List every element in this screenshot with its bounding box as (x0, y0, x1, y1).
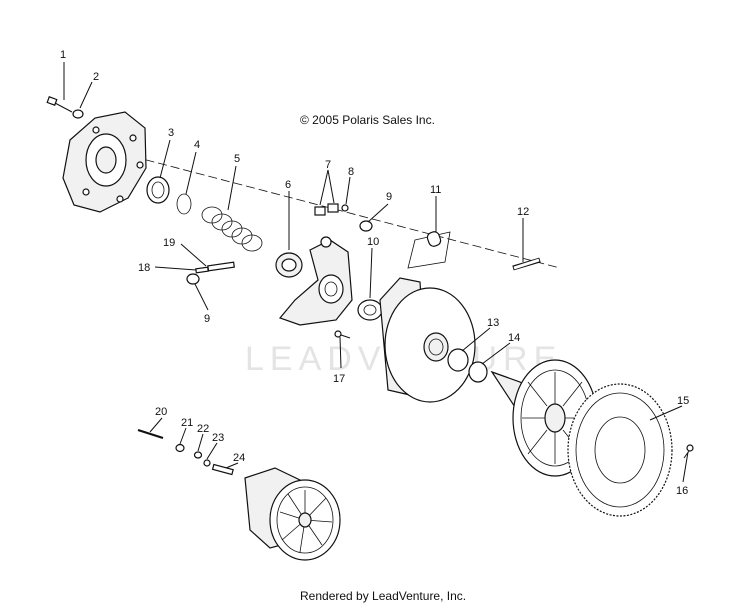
part-3-bushing (146, 176, 170, 204)
part-15-ring-gear (567, 383, 673, 517)
label-9-lower: 9 (204, 313, 210, 325)
part-5-spring (201, 206, 263, 252)
label-23: 23 (212, 432, 224, 444)
part-24-pin (211, 463, 234, 476)
label-14: 14 (508, 332, 520, 344)
part-13-bushing (447, 348, 469, 372)
leader-lines (63, 62, 689, 483)
label-20: 20 (155, 406, 167, 418)
part-22-washer (193, 451, 203, 459)
part-23-ring (203, 459, 211, 467)
moveable-sheave (379, 277, 476, 403)
part-19-pin (207, 261, 235, 272)
label-12: 12 (517, 206, 529, 218)
part-20-bolt (137, 428, 164, 440)
part-12-shaft (512, 257, 541, 271)
drive-clutch-assembly (244, 467, 341, 561)
label-2: 2 (93, 71, 99, 83)
part-11-link (407, 231, 451, 269)
part-1-bolt (46, 96, 73, 113)
copyright-caption: © 2005 Polaris Sales Inc. (300, 113, 435, 127)
label-11: 11 (430, 184, 441, 196)
footer-credit: Rendered by LeadVenture, Inc. (300, 589, 466, 603)
part-9-roller-upper (359, 220, 373, 232)
label-10: 10 (367, 236, 379, 248)
part-17-screw (334, 330, 351, 339)
part-16-screw (683, 444, 694, 459)
label-1: 1 (60, 49, 66, 61)
label-16: 16 (676, 485, 688, 497)
part-number-labels: 1 2 3 4 5 6 7 8 9 10 11 12 13 14 15 16 1… (60, 49, 689, 497)
label-19: 19 (163, 237, 175, 249)
label-5: 5 (234, 153, 240, 165)
label-6: 6 (285, 179, 291, 191)
part-18-pin (195, 266, 209, 274)
part-21-washer (175, 443, 185, 453)
label-17: 17 (333, 373, 345, 385)
label-4: 4 (194, 139, 200, 151)
spider-arm-assembly (278, 236, 353, 326)
part-2-washer (72, 109, 84, 119)
part-7-8-weights (314, 203, 349, 216)
drive-clutch-cover (62, 111, 147, 213)
label-3: 3 (168, 127, 174, 139)
part-9-roller-lower (186, 273, 200, 285)
label-21: 21 (181, 417, 193, 429)
label-24: 24 (233, 452, 245, 464)
label-7: 7 (325, 159, 331, 171)
part-4-snap-ring (176, 193, 192, 215)
label-9-upper: 9 (386, 191, 392, 203)
part-6-roller-bearing (275, 252, 303, 278)
label-22: 22 (197, 423, 209, 435)
part-10-washer (357, 299, 383, 321)
label-15: 15 (677, 395, 689, 407)
label-8: 8 (348, 166, 354, 178)
label-13: 13 (487, 317, 499, 329)
center-axis-line (69, 139, 561, 269)
label-18: 18 (138, 262, 150, 274)
part-14-washer (468, 361, 488, 383)
